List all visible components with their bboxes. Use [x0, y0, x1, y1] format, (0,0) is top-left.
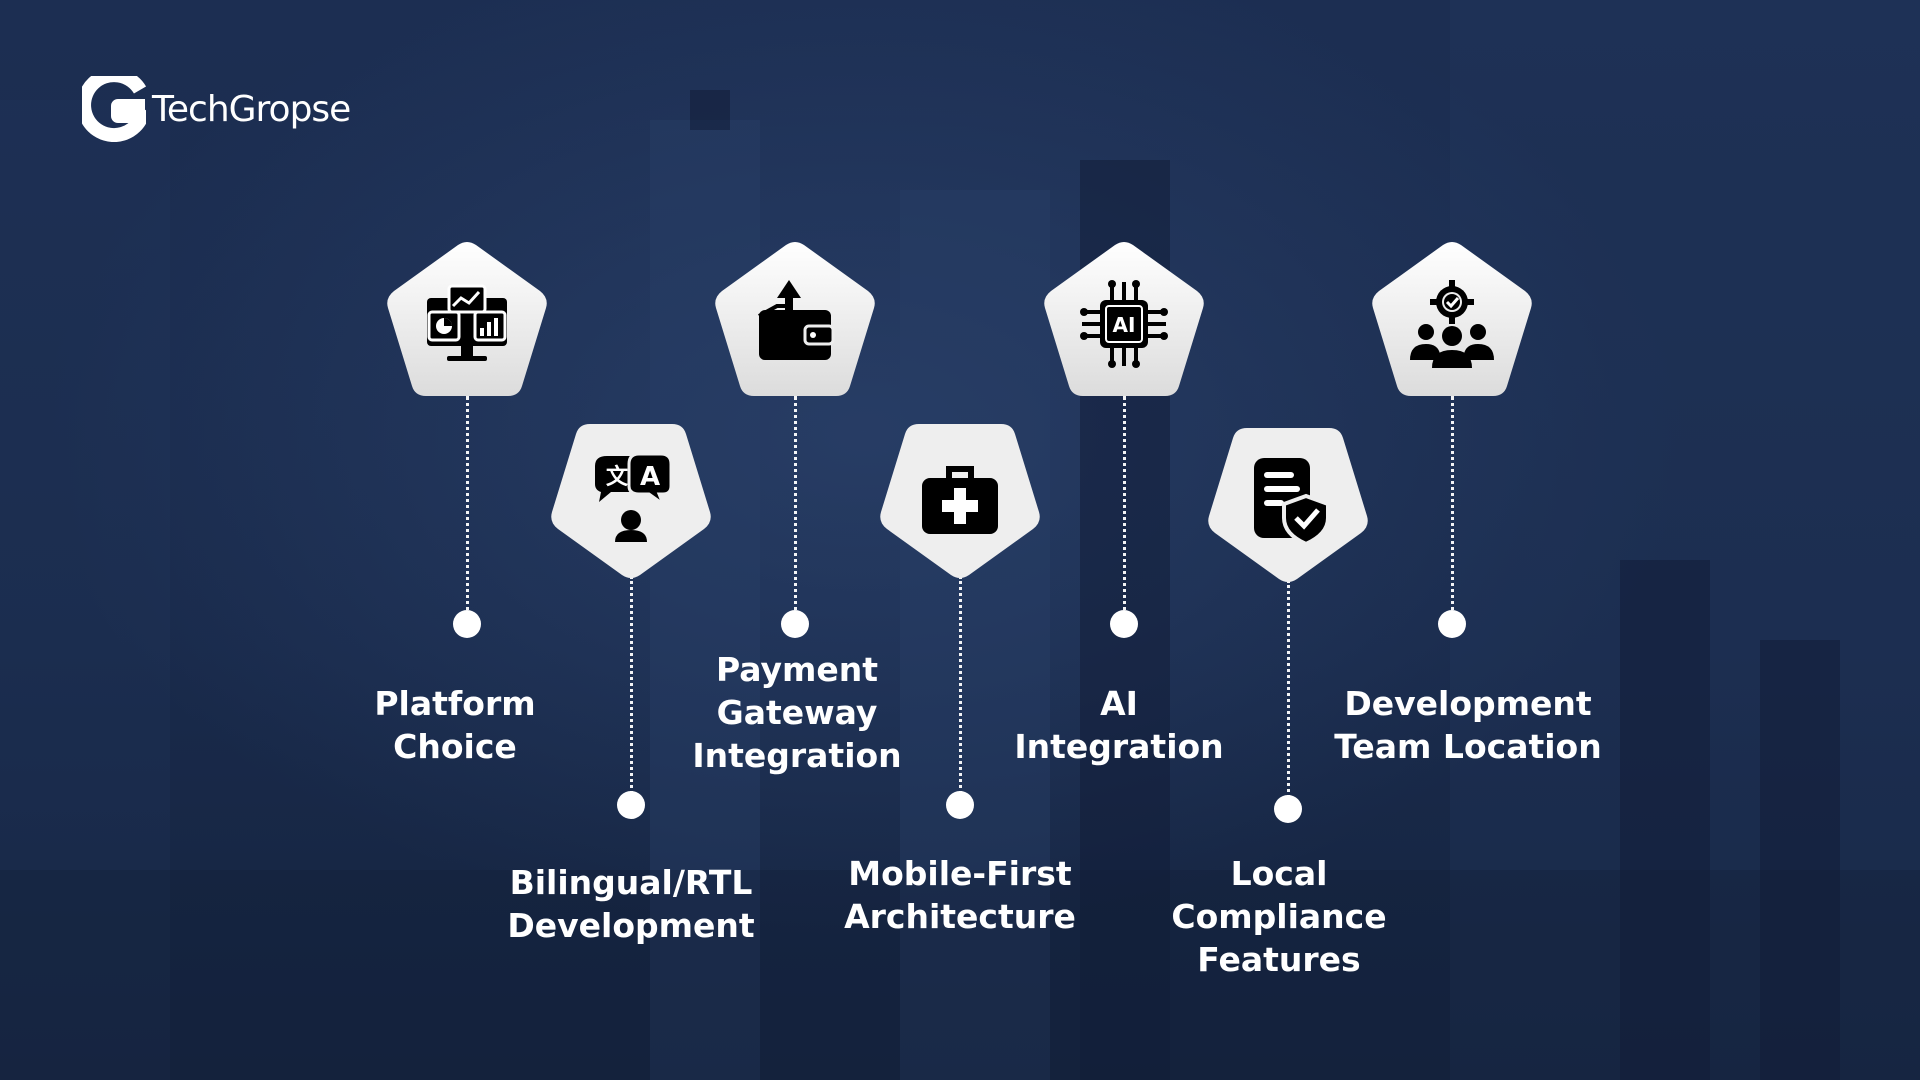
step-badge: [712, 240, 878, 400]
svg-text:文: 文: [606, 464, 629, 490]
step-badge: [877, 420, 1043, 580]
connector-dot: [1438, 610, 1466, 638]
connector-line: [959, 576, 962, 805]
step-label: Bilingual/RTL Development: [507, 863, 755, 945]
connector-dot: [1274, 795, 1302, 823]
step-badge: [1205, 424, 1371, 584]
step-label: Mobile-First Architecture: [844, 854, 1076, 936]
step-badge: [1369, 240, 1535, 400]
connector-line: [1451, 396, 1454, 624]
svg-text:A: A: [640, 462, 660, 492]
connector-line: [630, 576, 633, 805]
step-badge: 文 A: [548, 420, 714, 580]
brand-logo[interactable]: TechGropse: [82, 76, 351, 142]
step-label: AI Integration: [1014, 684, 1224, 766]
step-label: Payment Gateway Integration: [692, 650, 902, 775]
connector-dot: [1110, 610, 1138, 638]
compliance-document-icon: [1254, 458, 1330, 547]
connector-line: [1287, 580, 1290, 809]
step-badge: [384, 240, 550, 400]
first-aid-kit-icon: [922, 466, 998, 534]
step-label: Local Compliance Features: [1171, 854, 1387, 979]
techgropse-g-logo-icon: [82, 76, 146, 142]
translate-icon: 文 A: [595, 452, 673, 542]
wallet-icon: [758, 280, 835, 360]
connector-dot: [617, 791, 645, 819]
connector-dot: [453, 610, 481, 638]
step-label: Development Team Location: [1334, 684, 1602, 766]
step-badge: AI: [1041, 240, 1207, 400]
brand-name: TechGropse: [152, 88, 351, 130]
step-label: Platform Choice: [374, 684, 536, 766]
ai-chip-icon: AI: [1080, 280, 1168, 368]
team-settings-icon: [1410, 280, 1494, 368]
connector-dot: [946, 791, 974, 819]
analytics-dashboard-icon: [427, 284, 507, 361]
svg-text:AI: AI: [1113, 313, 1136, 337]
connector-line: [794, 396, 797, 624]
connector-line: [466, 396, 469, 624]
connector-dot: [781, 610, 809, 638]
connector-line: [1123, 396, 1126, 624]
